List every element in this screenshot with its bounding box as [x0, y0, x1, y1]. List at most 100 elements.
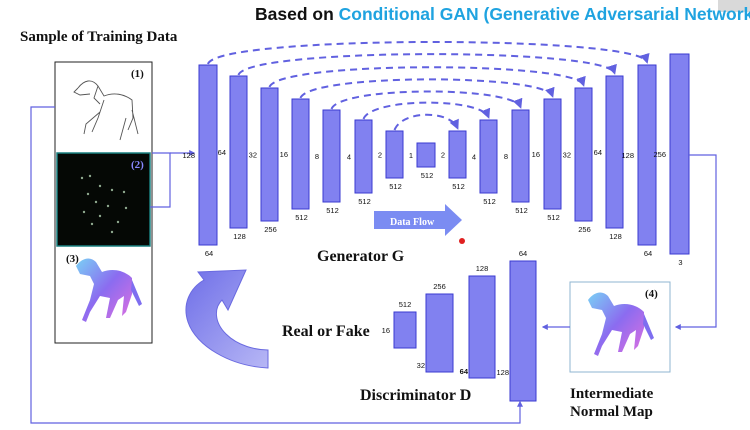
generator-skip-connections	[207, 41, 650, 131]
encoder-block-1	[229, 75, 248, 229]
output-label-line1: Intermediate	[570, 386, 654, 402]
encoder-inner-label-5: 4	[347, 153, 351, 162]
discriminator-top-label-3: 64	[519, 249, 527, 258]
decoder-inner-label-1: 4	[472, 153, 476, 162]
skip-connection-2	[268, 66, 586, 88]
encoder-block-0	[198, 64, 218, 246]
output-horse-icon	[588, 292, 654, 356]
discriminator-top-label-0: 512	[399, 300, 412, 309]
training-tag-3: (3)	[66, 253, 79, 265]
discriminator-title: Discriminator D	[360, 387, 471, 404]
training-sample-2: (2)	[56, 152, 151, 247]
decoder-block-3	[543, 98, 562, 210]
discriminator-top-label-1: 256	[433, 282, 446, 291]
training-tag-2: (2)	[131, 159, 144, 171]
decoder-inner-label-2: 8	[504, 152, 508, 161]
decoder-inner-label-7: 256	[653, 150, 666, 159]
curved-arrow-icon	[185, 269, 269, 369]
encoder-outer-label-4: 512	[326, 206, 339, 215]
encoder-outer-label-2: 256	[264, 225, 277, 234]
decoder-inner-label-6: 128	[621, 151, 634, 160]
discriminator-side-label-3: 128	[496, 368, 509, 377]
encoder-inner-label-2: 32	[249, 151, 257, 160]
horse-sketch-icon	[73, 80, 139, 141]
bottleneck-block-0	[416, 142, 436, 168]
decoder-block-7	[669, 53, 690, 255]
header-prefix: Based on	[255, 4, 339, 24]
discriminator-top-label-2: 128	[476, 264, 489, 273]
decoder-outer-label-4: 256	[578, 225, 591, 234]
decoder-block-1	[479, 119, 498, 194]
data-flow-arrow: Data Flow	[374, 204, 462, 236]
generator-blocks	[198, 53, 690, 255]
encoder-block-4	[322, 109, 341, 203]
corner-badge	[718, 0, 750, 12]
generator-title: Generator G	[317, 248, 405, 265]
discriminator-side-label-1: 32	[417, 361, 425, 370]
bottleneck-inner-label-0: 1	[409, 151, 413, 160]
encoder-inner-label-0: 128	[182, 151, 195, 160]
skip-connection-5	[362, 101, 491, 120]
skip-connection-0	[207, 41, 650, 65]
decoder-block-4	[574, 87, 593, 222]
discriminator-block-1	[425, 293, 454, 373]
encoder-outer-label-0: 64	[205, 249, 213, 258]
decoder-outer-label-5: 128	[609, 232, 622, 241]
encoder-inner-label-6: 2	[378, 151, 382, 160]
decoder-inner-label-0: 2	[441, 151, 445, 160]
decoder-inner-label-3: 16	[532, 150, 540, 159]
bottleneck-outer-label-0: 512	[421, 171, 434, 180]
generator-to-output-connector	[674, 154, 717, 330]
pointer-dot	[459, 238, 465, 244]
skip-connection-3	[299, 78, 555, 99]
output-label-line2: Normal Map	[570, 404, 653, 420]
decoder-block-5	[605, 75, 624, 229]
decoder-outer-label-7: 3	[678, 258, 682, 267]
discriminator-block-2	[468, 275, 496, 379]
encoder-outer-label-3: 512	[295, 213, 308, 222]
training-tag-1: (1)	[131, 68, 144, 80]
keypoints-icon	[80, 174, 128, 234]
decoder-block-2	[511, 109, 530, 203]
encoder-inner-label-1: 64	[218, 148, 226, 157]
encoder-block-6	[385, 130, 404, 179]
horse-normal-map-icon	[76, 258, 142, 322]
encoder-inner-label-4: 8	[315, 152, 319, 161]
page-header: Based on Conditional GAN (Generative Adv…	[255, 4, 750, 25]
decoder-inner-label-5: 64	[594, 148, 602, 157]
discriminator-blocks	[393, 260, 537, 402]
skip-connection-1	[237, 53, 617, 76]
real-or-fake-label: Real or Fake	[282, 323, 370, 340]
encoder-inner-label-3: 16	[280, 150, 288, 159]
data-flow-label: Data Flow	[390, 217, 435, 228]
output-tag: (4)	[645, 288, 658, 300]
discriminator-side-label-2: 64	[460, 367, 469, 376]
training-frame	[54, 61, 153, 344]
decoder-block-0	[448, 130, 467, 179]
decoder-outer-label-0: 512	[452, 182, 465, 191]
decoder-outer-label-6: 64	[644, 249, 652, 258]
output-normal-map: (4)	[569, 281, 671, 373]
skip-connection-4	[330, 90, 523, 110]
encoder-outer-label-1: 128	[233, 232, 246, 241]
decoder-inner-label-4: 32	[563, 151, 571, 160]
discriminator-block-0	[393, 311, 417, 349]
encoder-outer-label-5: 512	[358, 197, 371, 206]
training-to-generator-connector	[30, 106, 523, 424]
decoder-block-6	[637, 64, 657, 246]
training-sample-1: (1)	[56, 63, 151, 152]
encoder-outer-label-6: 512	[389, 182, 402, 191]
encoder-block-2	[260, 87, 279, 222]
training-sample-3: (3)	[56, 247, 151, 342]
discriminator-side-label-0: 16	[382, 326, 390, 335]
skip-connection-6	[393, 113, 459, 131]
decoder-outer-label-3: 512	[547, 213, 560, 222]
discriminator-labels: 512 16 256 32 128 64 64 128	[382, 249, 528, 377]
training-title: Sample of Training Data	[20, 29, 178, 45]
discriminator-block-3	[509, 260, 537, 402]
header-highlight: Conditional GAN (Generative Adversarial …	[338, 4, 750, 24]
decoder-outer-label-2: 512	[515, 206, 528, 215]
generator-labels: 128 64 64 128 32 256 16 512 8 512 4 512 2 512 1 512 2 512…	[182, 148, 682, 267]
encoder-block-5	[354, 119, 373, 194]
